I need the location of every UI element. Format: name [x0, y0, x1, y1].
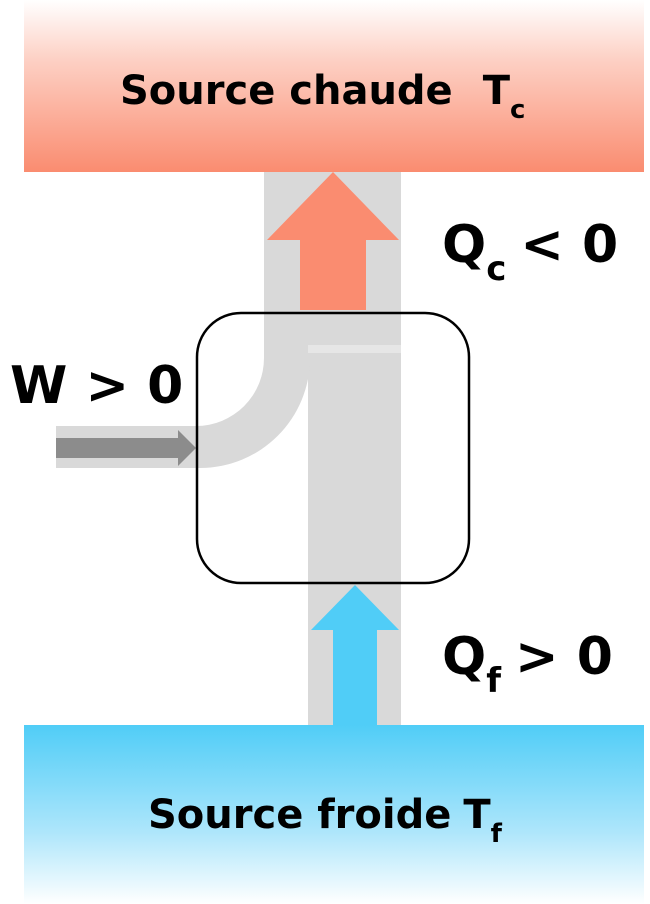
work-flow-band: [56, 310, 310, 468]
cold-heat-arrow: [311, 585, 399, 725]
hot-heat-label: Qc< 0: [442, 215, 618, 289]
hot-heat-arrow: [267, 172, 399, 310]
cold-heat-label: Qf> 0: [442, 627, 613, 701]
machine-box: [195, 311, 471, 585]
hot-source-block: [24, 0, 644, 172]
cold-source-block: [24, 725, 644, 904]
work-arrow: [56, 430, 196, 466]
work-label: W > 0: [10, 356, 183, 416]
band-separator: [308, 345, 401, 353]
